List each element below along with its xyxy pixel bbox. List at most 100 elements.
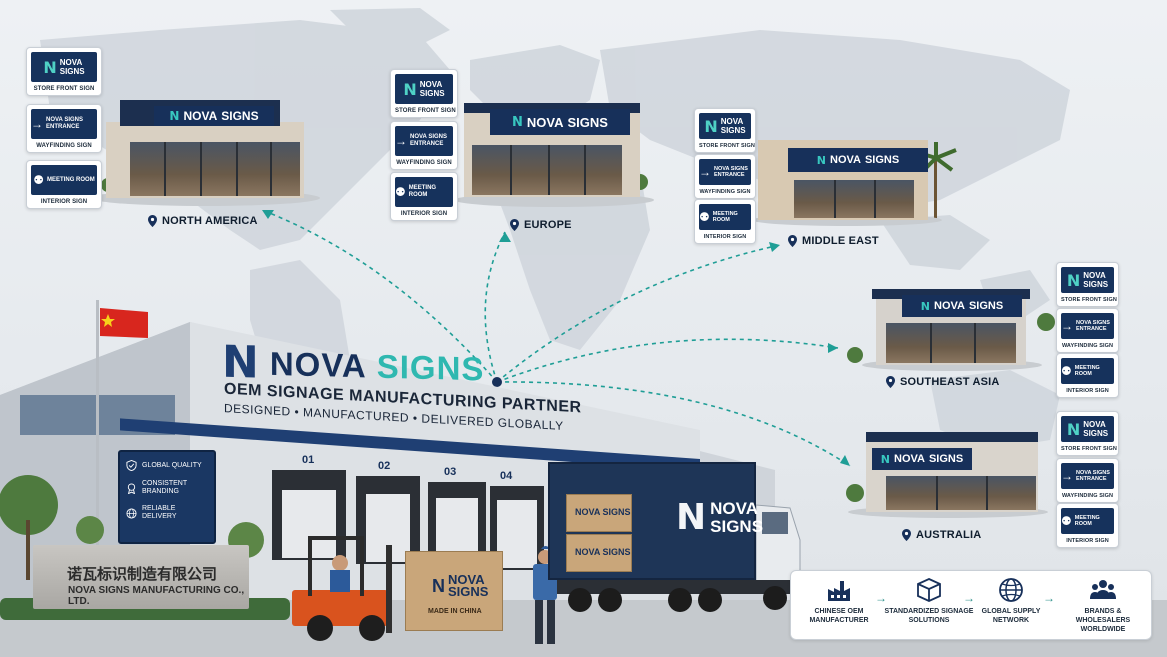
arrow-right-icon: →: [699, 165, 711, 179]
supply-step-label: CHINESE OEM MANUFACTURER: [809, 608, 869, 624]
sign-caption: INTERIOR SIGN: [40, 199, 88, 205]
n-logo: N: [880, 452, 890, 466]
supply-step: GLOBAL SUPPLY NETWORK: [965, 577, 1057, 625]
sign-caption: INTERIOR SIGN: [400, 211, 448, 217]
sign-caption: INTERIOR SIGN: [703, 234, 747, 240]
n-logo: N: [704, 116, 718, 136]
sign-caption: STORE FRONT SIGN: [1061, 297, 1117, 303]
sign-card-wayfinding: →NOVA SIGNS ENTRANCE WAYFINDING SIGN: [694, 154, 756, 199]
panel-text: MEETING ROOM: [1074, 515, 1100, 527]
people-icon: [1090, 580, 1116, 599]
fascia-signs: SIGNS: [968, 300, 1004, 312]
sign-card-wayfinding: →NOVA SIGNS ENTRANCE WAYFINDING SIGN: [1056, 458, 1119, 503]
n-logo: N: [169, 109, 180, 123]
brand-signs: SIGNS: [376, 347, 485, 387]
storefront-north-america: N NOVA SIGNS: [90, 100, 320, 206]
crate: NOVA SIGNS: [566, 494, 632, 532]
n-logo: N: [676, 497, 707, 538]
feature-text: RELIABLE DELIVERY: [142, 505, 177, 520]
panel-text: NOVA SIGNS ENTRANCE: [1076, 470, 1110, 482]
company-stone-sign: 诺瓦标识制造有限公司 NOVA SIGNS MANUFACTURING CO.,…: [33, 545, 249, 609]
arrow-right-icon: →: [1061, 319, 1073, 333]
supply-step: STANDARDIZED SIGNAGE SOLUTIONS: [883, 577, 975, 625]
location-pin-icon: [788, 235, 797, 247]
storefront-southeast-asia: N NOVA SIGNS: [862, 285, 1042, 371]
region-label-middle-east: MIDDLE EAST: [788, 235, 879, 247]
location-pin-icon: [902, 529, 911, 541]
panel-nova: NOVA: [720, 117, 744, 126]
panel-text: MEETING ROOM: [408, 185, 437, 198]
made-in-label: MADE IN CHINA: [428, 608, 482, 615]
panel-nova: NOVA: [419, 80, 443, 89]
crate: NOVA SIGNS: [566, 534, 632, 572]
supply-step: CHINESE OEM MANUFACTURER: [793, 577, 885, 625]
sign-card-interior: ⚉MEETING ROOM INTERIOR SIGN: [694, 199, 756, 244]
arrow-right-icon: →: [963, 591, 975, 605]
region-name: AUSTRALIA: [916, 529, 982, 541]
sign-card-interior: ⚉MEETING ROOM INTERIOR SIGN: [26, 160, 102, 209]
supply-step-label: GLOBAL SUPPLY NETWORK: [981, 608, 1041, 624]
storefront-australia: N NOVA SIGNS: [848, 428, 1048, 518]
dock-number: 03: [444, 466, 457, 478]
sign-caption: WAYFINDING SIGN: [699, 189, 751, 195]
arrow-right-icon: →: [1043, 591, 1055, 605]
region-label-north-america: NORTH AMERICA: [148, 215, 258, 227]
arrow-right-icon: →: [31, 117, 43, 131]
people-icon: ⚉: [395, 185, 406, 199]
sign-card-interior: ⚉MEETING ROOM INTERIOR SIGN: [390, 172, 458, 221]
box-icon: [917, 578, 941, 602]
people-icon: ⚉: [699, 210, 710, 224]
supply-step-label: STANDARDIZED SIGNAGE SOLUTIONS: [884, 608, 974, 624]
globe-icon: [126, 507, 137, 519]
region-name: NORTH AMERICA: [162, 215, 258, 227]
panel-text: NOVA SIGNS ENTRANCE: [46, 117, 84, 130]
supply-step: BRANDS & WHOLESALERS WORLDWIDE: [1057, 577, 1149, 634]
store-fascia-sign: N NOVA SIGNS: [872, 448, 972, 470]
store-fascia-sign: N NOVA SIGNS: [902, 295, 1022, 317]
region-label-europe: EUROPE: [510, 219, 572, 231]
panel-signs: SIGNS: [720, 126, 746, 135]
crate-label: NOVA SIGNS: [575, 507, 631, 517]
dock-number: 01: [302, 454, 315, 466]
store-fascia-sign: N NOVA SIGNS: [490, 109, 630, 135]
store-fascia-sign: N NOVA SIGNS: [154, 106, 274, 126]
people-icon: ⚉: [1061, 514, 1072, 528]
sign-card-wayfinding: →NOVA SIGNS ENTRANCE WAYFINDING SIGN: [390, 121, 458, 170]
n-logo: N: [512, 114, 523, 130]
n-logo: N: [43, 57, 57, 77]
feature-item: RELIABLE DELIVERY: [126, 505, 208, 521]
truck-nova: NOVA: [710, 499, 758, 518]
panel-text: NOVA SIGNS ENTRANCE: [1076, 320, 1110, 332]
crate-signs: SIGNS: [448, 584, 489, 599]
fascia-nova: NOVA: [183, 109, 218, 123]
panel-text: NOVA SIGNS ENTRANCE: [714, 166, 748, 178]
sign-caption: STORE FRONT SIGN: [395, 108, 456, 114]
sign-caption: WAYFINDING SIGN: [396, 160, 452, 166]
n-logo: N: [816, 153, 826, 167]
shield-check-icon: [126, 460, 137, 471]
feature-text: GLOBAL QUALITY: [142, 461, 202, 469]
sign-caption: INTERIOR SIGN: [1066, 388, 1109, 394]
location-pin-icon: [510, 219, 519, 231]
fascia-signs: SIGNS: [928, 453, 964, 465]
fascia-nova: NOVA: [894, 453, 925, 465]
location-pin-icon: [886, 376, 895, 388]
n-logo: N: [403, 79, 417, 99]
panel-signs: SIGNS: [59, 67, 85, 76]
sign-caption: WAYFINDING SIGN: [36, 143, 92, 149]
sign-card-wayfinding: →NOVA SIGNS ENTRANCE WAYFINDING SIGN: [1056, 308, 1119, 353]
panel-nova: NOVA: [1083, 271, 1106, 280]
panel-nova: NOVA: [1083, 420, 1106, 429]
store-fascia-sign: N NOVA SIGNS: [788, 148, 928, 172]
panel-signs: SIGNS: [1083, 429, 1109, 438]
feature-text: CONSISTENT BRANDING: [142, 480, 187, 495]
panel-text: MEETING ROOM: [712, 211, 738, 223]
crate-nova: NOVA: [448, 572, 485, 587]
crate-label: NOVA SIGNS: [575, 547, 631, 557]
feature-item: GLOBAL QUALITY: [126, 460, 208, 471]
n-logo: N: [1066, 419, 1081, 439]
